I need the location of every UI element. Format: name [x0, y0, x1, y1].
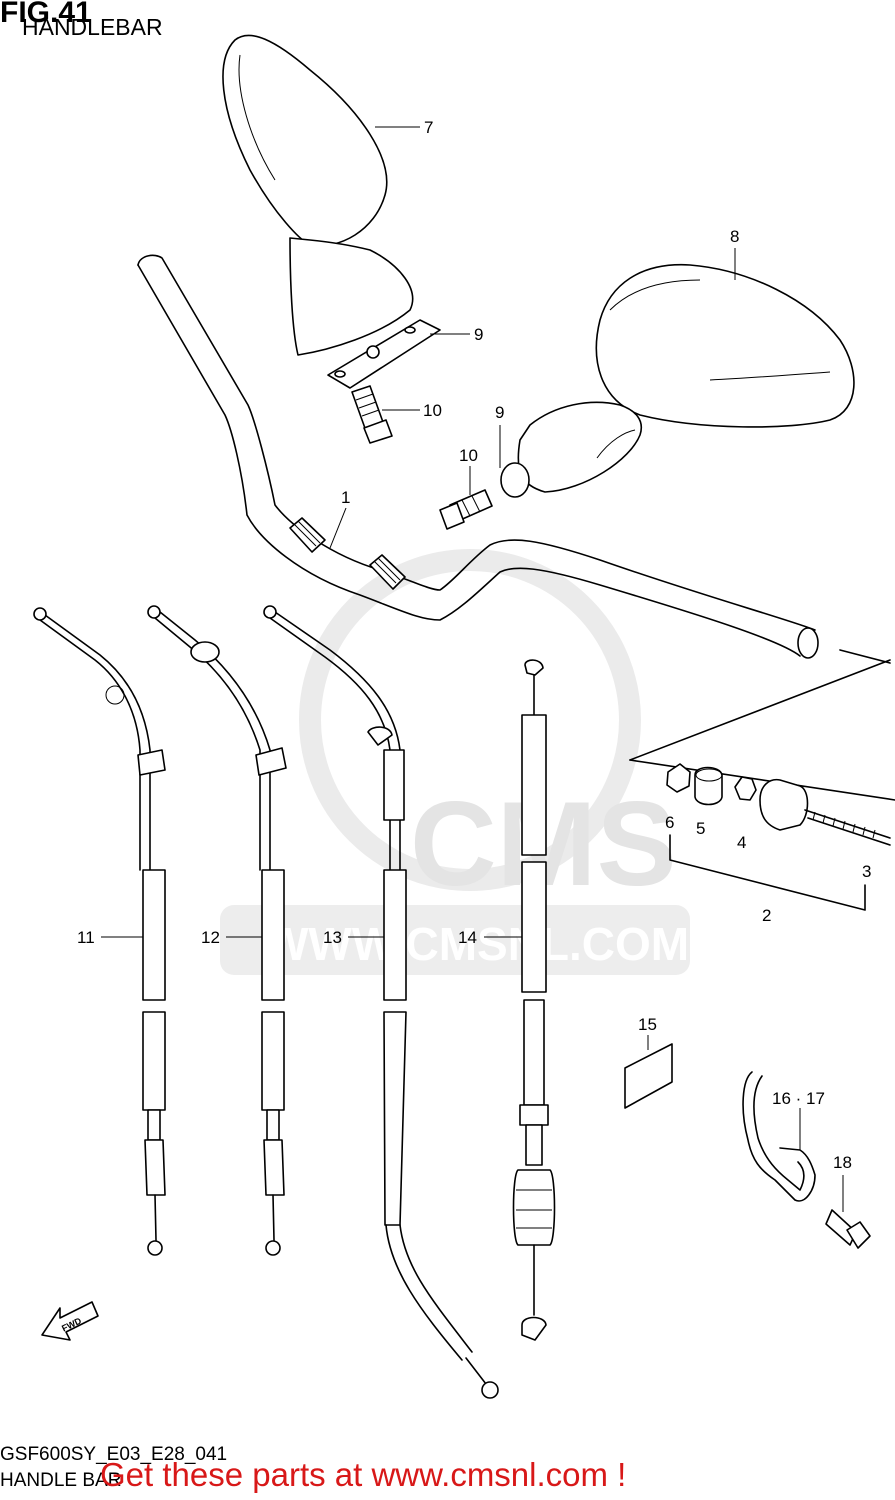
callout-18: 18: [833, 1153, 852, 1172]
part-15-label: [624, 1043, 673, 1109]
callout-9-left: 9: [474, 325, 483, 344]
callout-8: 8: [730, 227, 739, 246]
callout-numbers: 7 8 9 10 9 10 1 6 5 4 3 2 11 12 13 14 15…: [77, 118, 871, 1172]
callout-6: 6: [665, 813, 674, 832]
part-11-throttle-cable: [33, 607, 166, 1256]
callout-15: 15: [638, 1015, 657, 1034]
figure-number: FIG.41: [0, 0, 92, 29]
part-2-bracket-line: [669, 834, 866, 911]
callout-7: 7: [424, 118, 433, 137]
watermark-url: WWW.CMSNL.COM: [265, 918, 689, 970]
callout-9-right: 9: [495, 403, 504, 422]
part-5-collar: [694, 766, 723, 806]
part-7-left-mirror: [222, 34, 414, 356]
callout-12: 12: [201, 928, 220, 947]
callout-4: 4: [737, 833, 746, 852]
leader-lines: [101, 126, 844, 1212]
callout-2: 2: [762, 906, 771, 925]
model-name: HANDLE BAR: [0, 1470, 122, 1491]
part-14-starter-cable: [512, 659, 556, 1341]
part-9-left-mirror-mount: [327, 319, 441, 389]
section-title: HANDLEBAR: [22, 14, 163, 40]
callout-13: 13: [323, 928, 342, 947]
parts-cta-link[interactable]: Get these parts at www.cmsnl.com !: [100, 1456, 627, 1493]
part-3-weight: [759, 778, 891, 846]
callout-10-left: 10: [423, 401, 442, 420]
callout-5: 5: [696, 819, 705, 838]
callout-14: 14: [458, 928, 477, 947]
part-16-17-clamp: [742, 1071, 816, 1202]
part-8-right-mirror: [517, 263, 855, 493]
callout-10-right: 10: [459, 446, 478, 465]
part-1-handlebar: [137, 254, 819, 659]
callout-3: 3: [862, 862, 871, 881]
part-9-right-mirror-mount: [500, 462, 530, 498]
part-6-nut: [666, 763, 691, 793]
part-13-choke-cable: [263, 605, 499, 1399]
callout-11: 11: [77, 928, 95, 947]
fwd-arrow-icon: FWD: [41, 1301, 99, 1341]
bar-end-assembly-box: [629, 649, 895, 801]
model-code: GSF600SY_E03_E28_041: [0, 1444, 228, 1465]
callout-16-17: 16 · 17: [772, 1089, 825, 1108]
part-12-return-cable: [147, 605, 287, 1256]
part-18-bolt: [825, 1209, 871, 1249]
callout-1: 1: [341, 488, 350, 507]
part-4-spacer: [734, 776, 757, 801]
part-10-right-bolt: [439, 489, 493, 530]
part-10-left-bolt: [351, 385, 393, 444]
